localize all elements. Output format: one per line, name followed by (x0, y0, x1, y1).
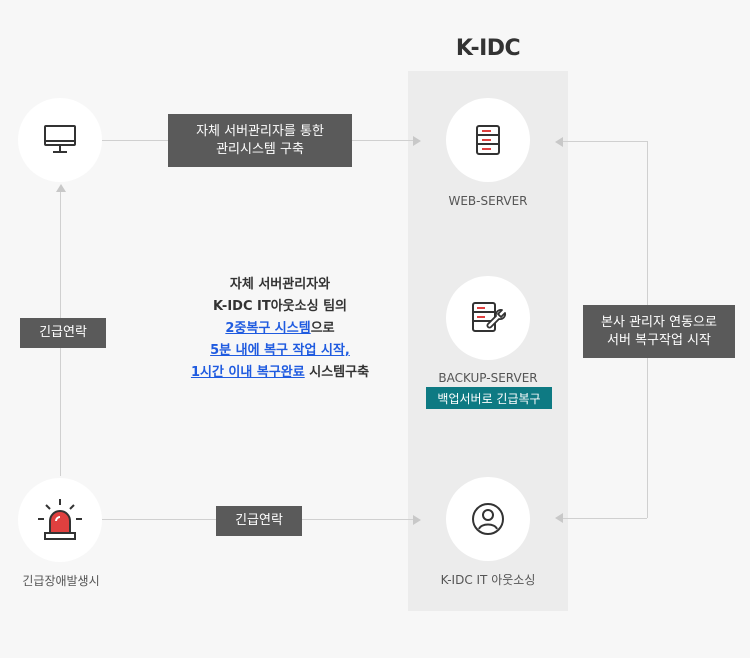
center-line5: 1시간 이내 복구완료 시스템구축 (150, 362, 410, 384)
left-contact-tag: 긴급연락 (20, 318, 106, 348)
arrow-right-icon (413, 136, 421, 146)
recovery-start-line1: 본사 관리자 연동으로 (601, 314, 717, 330)
right-top-connector (563, 141, 647, 142)
build-system-line2: 관리시스템 구축 (216, 141, 304, 157)
web-server-label: WEB-SERVER (448, 194, 528, 208)
center-line3-rest: 으로 (310, 321, 335, 336)
outsourcing-label: K-IDC IT 아웃소싱 (440, 573, 536, 587)
center-line5-highlight: 1시간 이내 복구완료 (190, 365, 305, 380)
center-line3-highlight: 2중복구 시스템 (225, 321, 311, 336)
backup-recovery-badge: 백업서버로 긴급복구 (426, 387, 552, 409)
emergency-label: 긴급장애발생시 (22, 574, 100, 588)
emergency-node (18, 478, 102, 562)
center-line4: 5분 내에 복구 작업 시작, (150, 340, 410, 362)
build-system-line1: 자체 서버관리자를 통한 (196, 123, 324, 139)
kidc-title: K-IDC (455, 36, 521, 61)
arrow-right-icon (413, 515, 421, 525)
recovery-start-tag: 본사 관리자 연동으로 서버 복구작업 시작 (583, 305, 735, 358)
arrow-up-icon (56, 184, 66, 192)
monitor-icon (44, 125, 76, 153)
backup-server-node (446, 276, 530, 360)
center-line4-highlight: 5분 내에 복구 작업 시작, (210, 343, 350, 358)
arrow-left-icon (555, 513, 563, 523)
build-system-tag: 자체 서버관리자를 통한 관리시스템 구축 (168, 114, 352, 167)
center-line3: 2중복구 시스템으로 (150, 318, 410, 340)
recovery-start-line2: 서버 복구작업 시작 (607, 332, 711, 348)
web-server-node (446, 98, 530, 182)
server-icon (476, 125, 500, 155)
bottom-contact-tag: 긴급연락 (216, 506, 302, 536)
backup-server-label: BACKUP-SERVER (438, 371, 538, 385)
user-circle-icon (472, 503, 504, 535)
right-bottom-connector (563, 518, 647, 519)
alarm-siren-icon (38, 499, 82, 540)
center-description: 자체 서버관리자와 K-IDC IT아웃소싱 팀의 2중복구 시스템으로 5분 … (150, 274, 410, 384)
outsourcing-node (446, 477, 530, 561)
center-line1: 자체 서버관리자와 (229, 277, 331, 292)
center-line5-rest: 시스템구축 (304, 365, 370, 380)
backup-server-icon (472, 302, 506, 332)
arrow-left-icon (555, 137, 563, 147)
center-line2: K-IDC IT아웃소싱 팀의 (212, 299, 348, 314)
monitor-node (18, 98, 102, 182)
